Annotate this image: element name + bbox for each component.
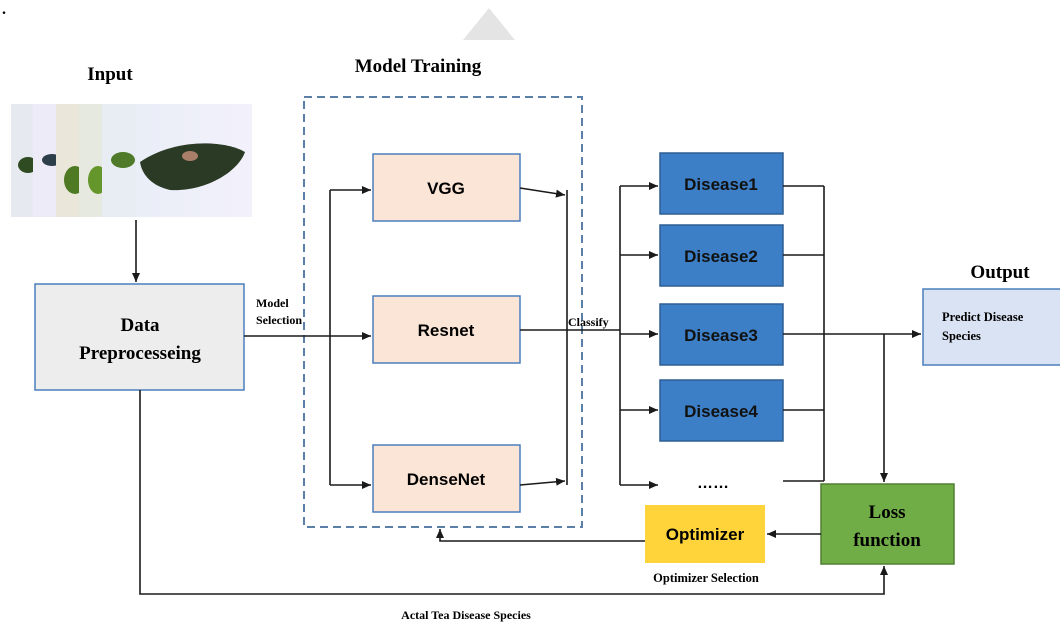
data-preprocessing-box xyxy=(34,283,245,391)
loss-function-label-line2: function xyxy=(853,530,921,551)
model-training-container xyxy=(303,96,583,528)
output-label-line2: Species xyxy=(942,329,981,343)
disease-box-1 xyxy=(659,152,784,215)
model-label-vgg: VGG xyxy=(427,179,465,198)
arrow-optimizer-to-training xyxy=(436,529,645,542)
connectors xyxy=(132,182,921,595)
disease-label-3: Disease3 xyxy=(684,326,758,345)
input-title: Input xyxy=(87,64,133,85)
arrow-vgg-to-merge xyxy=(519,187,566,198)
loss-function-box xyxy=(820,483,955,565)
optimizer-selection-caption: Optimizer Selection xyxy=(653,571,759,585)
model-label-resnet: Resnet xyxy=(418,321,475,340)
data-preprocessing-label-line2: Preprocesseing xyxy=(79,343,201,364)
optimizer-label: Optimizer xyxy=(666,525,745,544)
more-diseases-ellipsis: …… xyxy=(697,475,729,492)
model-box-densenet xyxy=(372,444,521,513)
loss-function-label-line1: Loss xyxy=(869,502,906,523)
classify-label: Classify xyxy=(568,315,609,329)
output-title: Output xyxy=(970,262,1030,283)
top-triangle-decoration xyxy=(463,8,515,40)
actual-species-caption: Actal Tea Disease Species xyxy=(401,608,531,622)
leaf-6 xyxy=(140,143,245,191)
model-selection-label-line2: Selection xyxy=(256,313,302,327)
disease-box-2 xyxy=(659,224,784,287)
data-preprocessing-label-line1: Data xyxy=(120,315,160,336)
arrow-densenet-to-merge xyxy=(519,477,566,486)
leaf-spot xyxy=(182,151,198,161)
leaf-5 xyxy=(111,152,135,168)
input-leaf-images xyxy=(11,104,252,217)
disease-label-4: Disease4 xyxy=(684,402,758,421)
model-selection-label-line1: Model xyxy=(256,296,289,310)
output-box xyxy=(922,288,1060,366)
output-label-line1: Predict Disease xyxy=(942,310,1024,324)
model-label-densenet: DenseNet xyxy=(407,470,486,489)
model-training-title: Model Training xyxy=(355,56,482,77)
arrow-actual-species-to-loss xyxy=(139,390,888,595)
stray-dot: . xyxy=(2,1,6,18)
disease-label-2: Disease2 xyxy=(684,247,758,266)
disease-box-4 xyxy=(659,379,784,442)
optimizer-box xyxy=(645,505,765,563)
model-box-vgg xyxy=(372,153,521,222)
disease-label-1: Disease1 xyxy=(684,175,758,194)
